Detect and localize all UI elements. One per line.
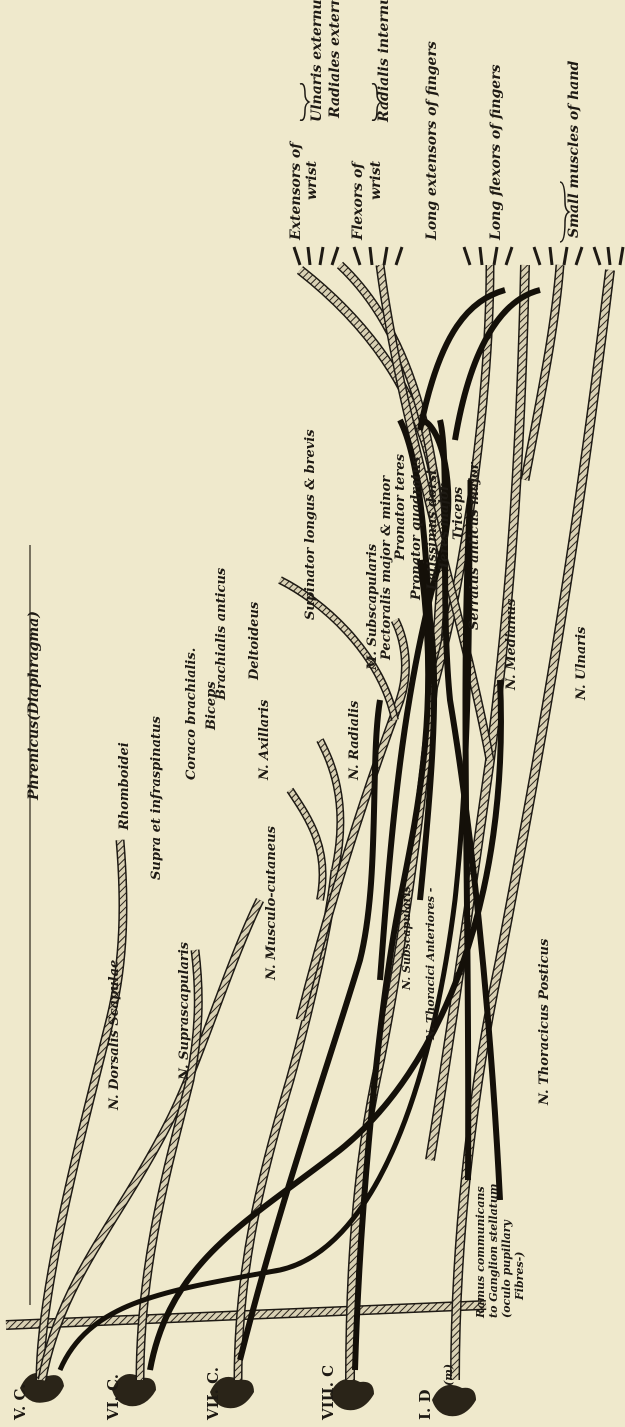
label-flex-radialis: Radialis internus [376,0,392,123]
black-subscapularis [355,560,428,1370]
black-fibres [60,290,540,1370]
label-thoracicus-post: N. Thoracicus Posticus [537,938,552,1106]
label-ulnaris: N. Ulnaris [574,626,589,701]
label-flex-wrist: wrist [368,160,384,200]
label-phrenicus: Phrenicus(Diaphragma) [26,611,42,801]
label-root-vc: V. C. [11,1384,29,1421]
label-flex-of: Flexors of [350,160,366,241]
label-long-flex: Long flexors of fingers [488,64,504,241]
label-ramus-1: Ramus communicans [474,1186,487,1319]
label-root-viic: VII. C. [204,1367,222,1421]
label-coraco: Coraco brachialis. [184,648,199,780]
ends-extensors [294,247,338,265]
brace-extensors [300,84,309,121]
label-musculo: N. Musculo-cutaneus [264,825,279,981]
label-pectoralis: Pectoralis major & minor [379,475,394,661]
phrenicus-nerve-fill [6,1305,486,1325]
label-thoracici-ant: N. Thoracici Anteriores - [424,887,437,1041]
ends-small-muscles [594,247,623,265]
label-dorsalis: N. Dorsalis Scapulae [107,960,122,1111]
ganglion-id [432,1385,476,1416]
label-subscapularis-n: N. Subscapularis [400,886,413,991]
label-root-m: (m) [442,1364,455,1386]
ends-flexors [354,247,402,265]
label-brachialis: Brachialis anticus [214,567,229,701]
label-deltoideus: Deltoideus [247,601,262,681]
label-root-vic: VI. C. [104,1374,122,1421]
label-serratus: Serratus anticus major [467,461,482,630]
label-ext-ulnaris: Ulnaris externus [309,0,325,122]
label-ramus-2: to Ganglion stellatum [487,1184,500,1318]
root-ganglia [20,1373,476,1416]
label-teres: Teres major [437,483,452,570]
ends-long-flex [534,247,582,265]
label-ext-radiales: Radiales externi [327,0,343,119]
ends-long-ext [464,247,512,265]
label-ext-of: Extensors of [288,140,304,241]
label-suprascapularis: N. Suprascapularis [177,941,192,1081]
label-ramus-4: Fibres-) [513,1252,526,1301]
label-pronator-quad: Pronator quadratus [409,456,424,601]
label-rhomboidei: Rhomboidei [117,742,132,831]
fibre-radialis-fill [300,270,441,1380]
label-radialis: N. Radialis [347,700,362,781]
label-supra-infra: Supra et infraspinatus [149,716,164,880]
label-ext-wrist: wrist [304,160,320,200]
fibre-coraco-fill [290,790,323,900]
label-medianus: N. Medianus [504,598,519,691]
label-pronator-teres: Pronator teres [393,453,408,561]
target-labels: Extensors of wrist Ulnaris externus Radi… [288,0,582,241]
fibre-long-flex-fill [525,265,560,480]
label-root-viiic: VIII. C [319,1365,337,1421]
label-supinator: Supinator longus & brevis [303,429,318,620]
label-triceps: Triceps [451,486,466,540]
label-root-id: I. D [416,1390,434,1420]
fibre-vc-main-fill [42,900,260,1380]
label-long-ext: Long extensors of fingers [424,41,440,241]
label-axillaris: N. Axillaris [257,699,272,781]
nerve-labels: Phrenicus(Diaphragma) N. Dorsalis Scapul… [26,429,589,1319]
label-subscapularis-m: M. Subscapularis [365,543,380,671]
label-small-muscles: Small muscles of hand [566,60,582,238]
label-ramus-3: (oculo pupillary [500,1219,513,1318]
